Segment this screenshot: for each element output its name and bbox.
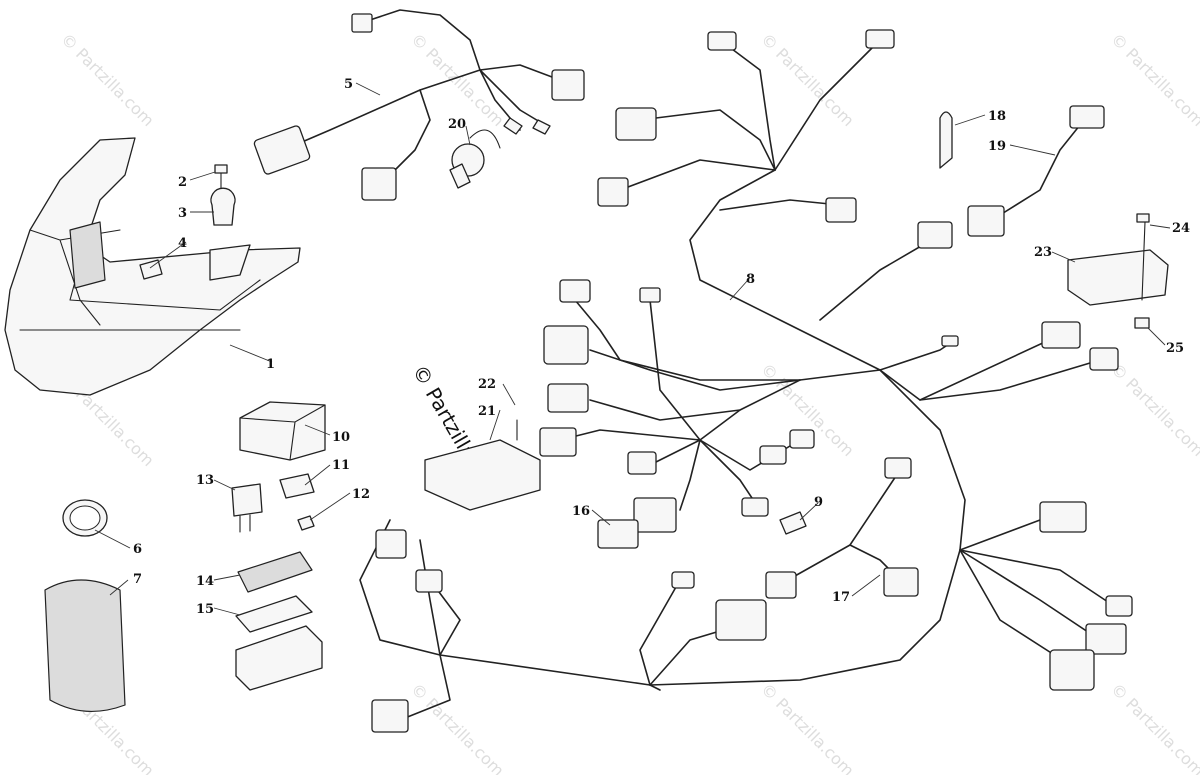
- horn-20: [449, 129, 501, 189]
- hardware-2-3-4: [139, 164, 236, 280]
- watermark-text: © Partzilla.com: [1107, 679, 1200, 775]
- callout-17: 17: [832, 590, 850, 605]
- callout-9: 9: [814, 495, 823, 510]
- sub-harness-17: [765, 457, 919, 599]
- callout-25: 25: [1166, 341, 1184, 356]
- callout-16: 16: [572, 504, 590, 519]
- fuse-11: [279, 473, 315, 499]
- callout-11: 11: [332, 458, 350, 473]
- callout-labels: 1 2 3 4 5 6 7 8 9 10 11 12 13 14 15 16 1…: [133, 77, 1190, 617]
- callout-4: 4: [178, 236, 187, 251]
- watermark-layer: © Partzilla.com © Partzilla.com © Partzi…: [57, 29, 1200, 775]
- relay-13: [231, 483, 263, 533]
- callout-20: 20: [448, 117, 466, 132]
- connector-16: [597, 519, 639, 549]
- callout-13: 13: [196, 473, 214, 488]
- callout-14: 14: [196, 574, 214, 589]
- watermark-text: © Partzilla.com: [57, 29, 158, 130]
- callout-3: 3: [178, 206, 187, 221]
- callout-2: 2: [178, 175, 187, 190]
- callout-1: 1: [266, 357, 275, 372]
- module-23: [1067, 213, 1169, 329]
- callout-7: 7: [133, 572, 142, 587]
- callout-8: 8: [746, 272, 755, 287]
- connector-9: [779, 511, 807, 535]
- watermark-text: © Partzilla.com: [407, 679, 508, 775]
- callout-24: 24: [1172, 221, 1190, 236]
- watermark-text: © Partzilla.com: [757, 29, 858, 130]
- leader-lines: [94, 82, 1171, 616]
- sleeve-7: [44, 579, 126, 713]
- clip-18: [939, 111, 953, 169]
- watermark-text: © Partzilla.com: [407, 29, 508, 130]
- callout-10: 10: [332, 430, 350, 445]
- clamp-6: [62, 499, 108, 537]
- callout-6: 6: [133, 542, 142, 557]
- harness-19: [967, 105, 1105, 237]
- callout-23: 23: [1034, 245, 1052, 260]
- callout-21: 21: [478, 404, 496, 419]
- harness-5: [253, 9, 585, 201]
- callout-18: 18: [988, 109, 1006, 124]
- callout-19: 19: [988, 139, 1006, 154]
- gasket-15: [235, 595, 313, 633]
- watermark-text: © Partzilla.com: [1107, 29, 1200, 130]
- callout-12: 12: [352, 487, 370, 502]
- callout-22: 22: [478, 377, 496, 392]
- main-harness-8: [359, 29, 1133, 733]
- callout-15: 15: [196, 602, 214, 617]
- fuse-box: [235, 625, 323, 691]
- watermark-text: © Partzilla.com: [1107, 359, 1200, 460]
- callout-5: 5: [344, 77, 353, 92]
- ecu-21: [424, 419, 541, 511]
- relay-10: [239, 401, 326, 461]
- fuse-label-14: [237, 551, 313, 593]
- fuse-12: [297, 515, 315, 531]
- watermark-text: © Partzilla.com: [757, 679, 858, 775]
